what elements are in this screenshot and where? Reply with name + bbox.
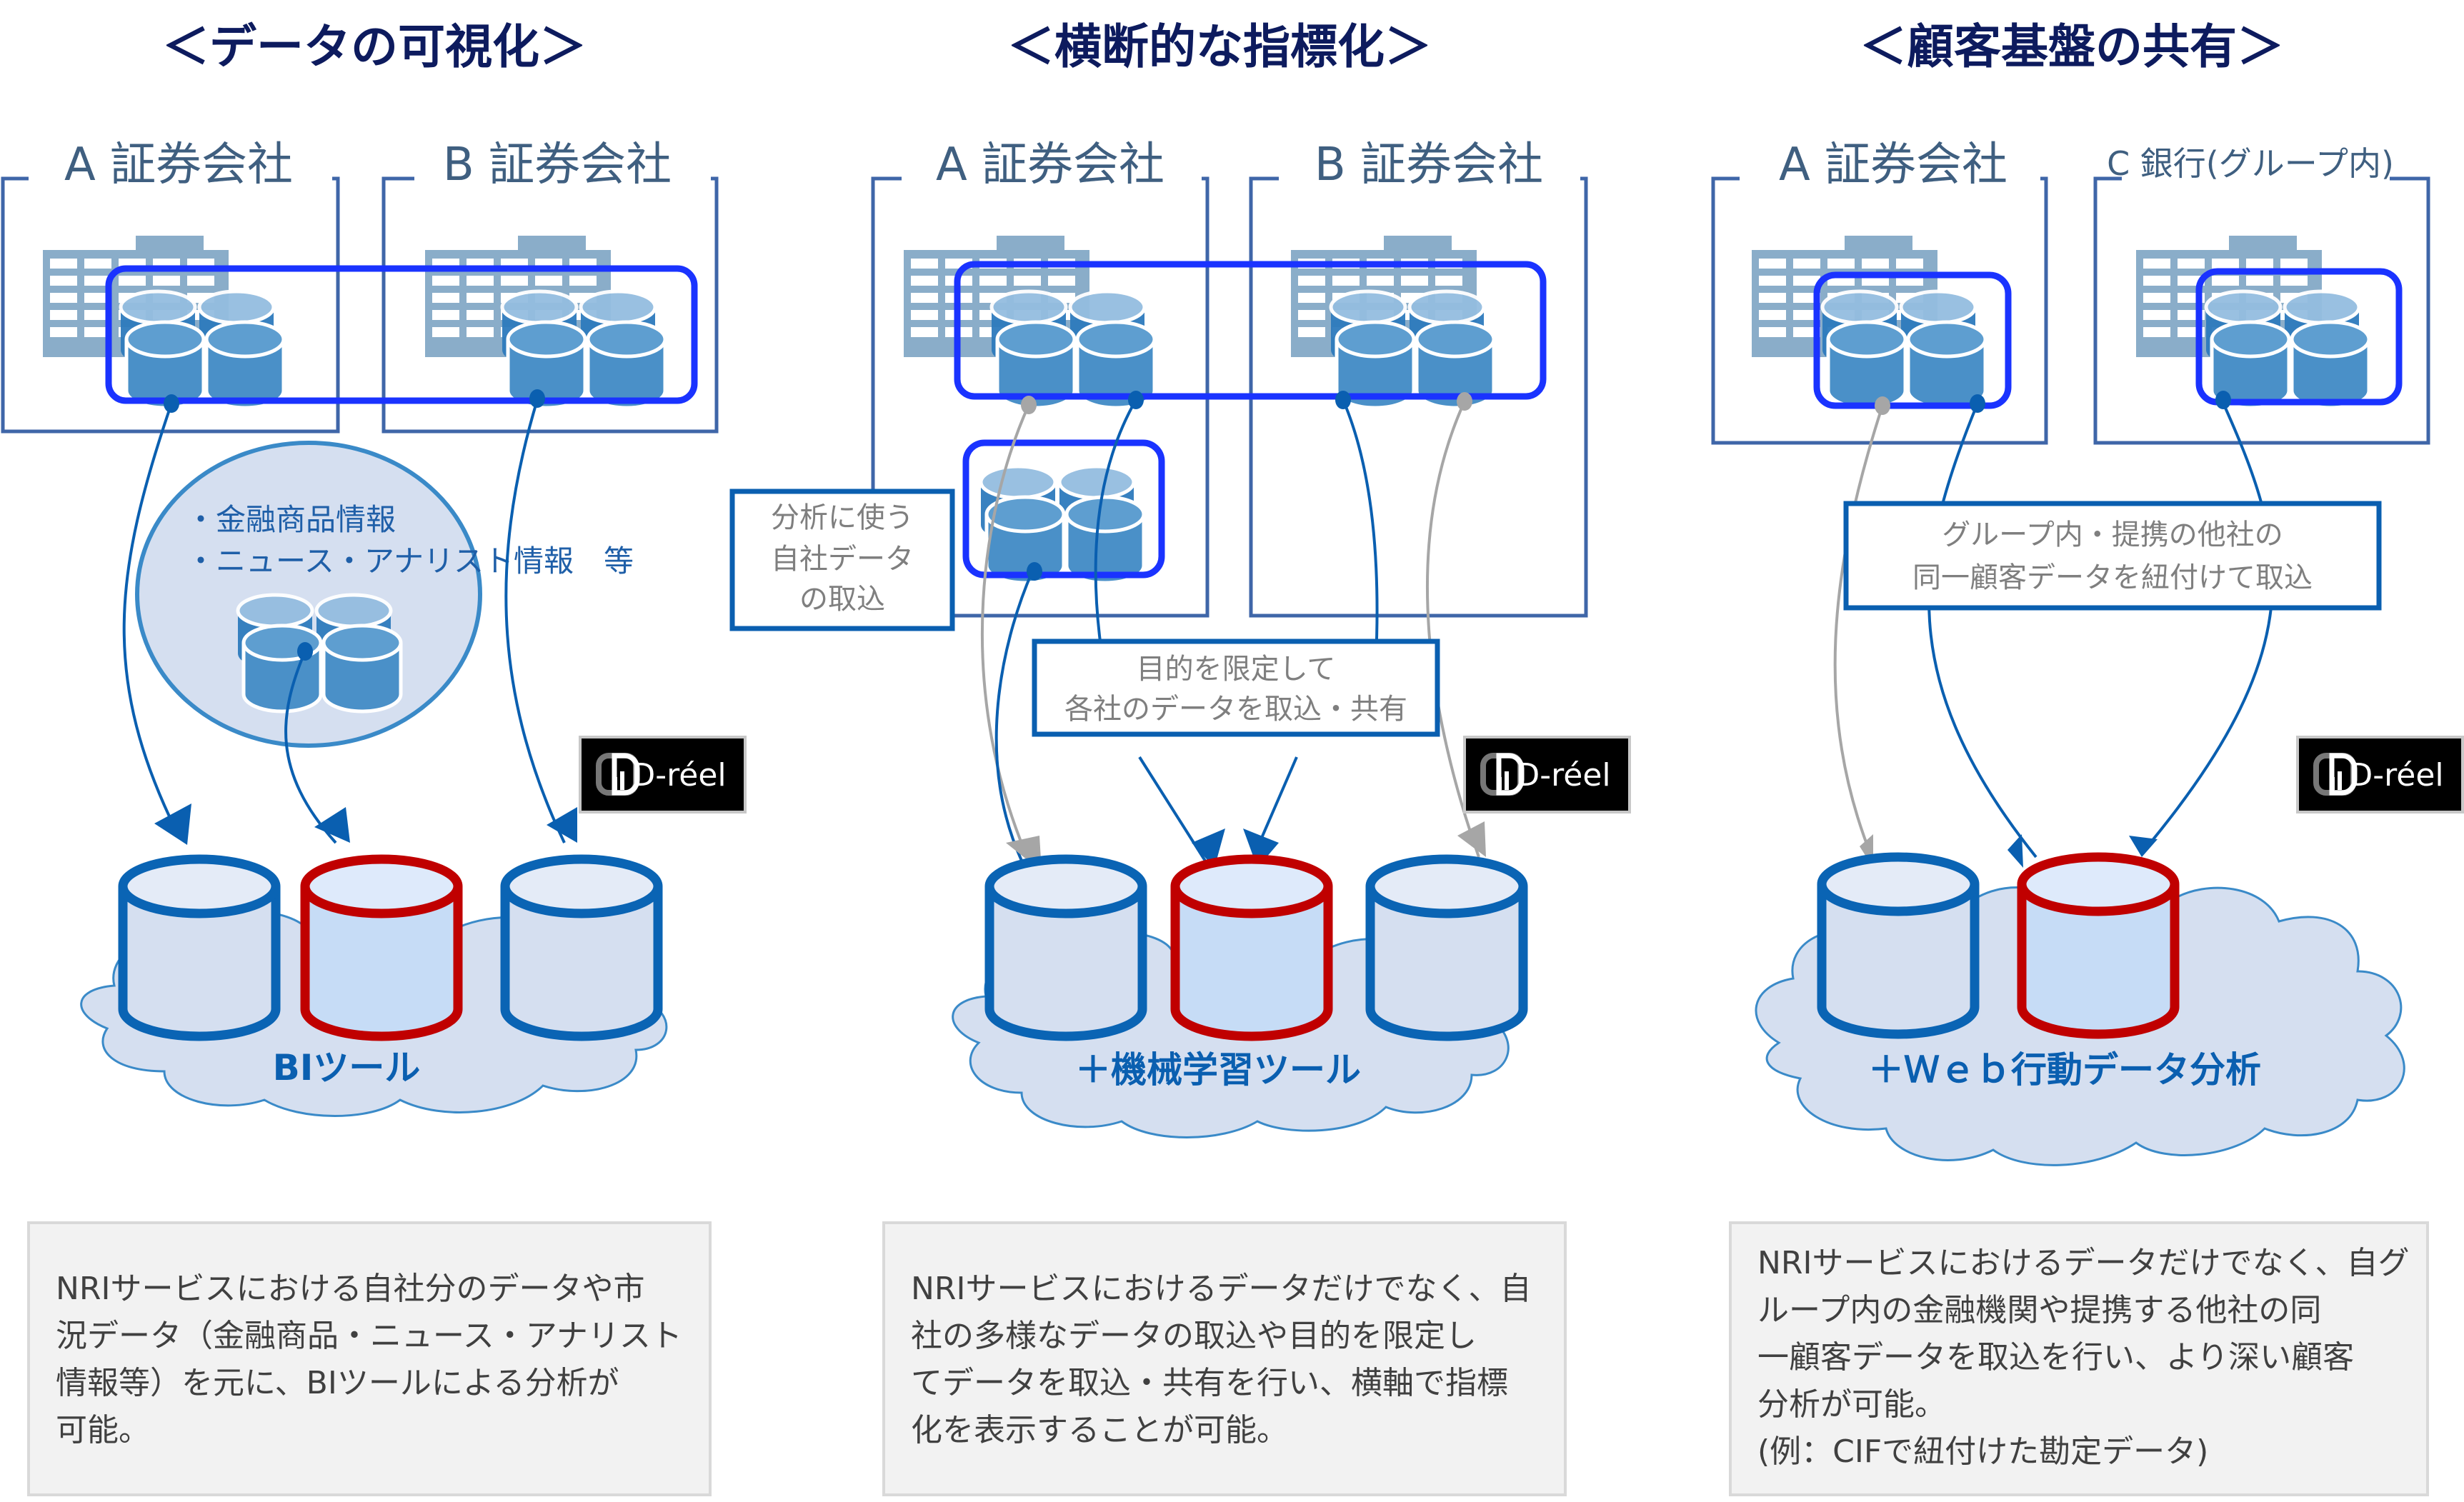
- database-cluster-icon: [2206, 291, 2369, 408]
- database-cluster-icon: [121, 291, 284, 408]
- database-cylinder-highlight: [1175, 859, 1328, 1036]
- company-a-box-3: [1711, 176, 2048, 445]
- shared-data-highlight-2: [954, 261, 1547, 400]
- database-cylinder: [123, 859, 276, 1036]
- description-line: NRIサービスにおける自社分のデータや市: [56, 1271, 645, 1307]
- connector-line: [284, 651, 337, 844]
- database-cylinder: [1370, 859, 1523, 1036]
- bubble-line-2: ・ニュース・アナリスト情報 等: [186, 544, 634, 579]
- bubble-line-1: ・金融商品情報: [186, 502, 396, 537]
- connector-dot: [1128, 391, 1144, 409]
- connector-dot: [297, 642, 313, 661]
- callout-line: 各社のデータを取込・共有: [1064, 693, 1407, 726]
- company-b-label-1: B 証券会社: [443, 139, 672, 191]
- description-line: てデータを取込・共有を行い、横軸で指標: [911, 1365, 1508, 1401]
- description-line: ループ内の金融機関や提携する他社の同: [1757, 1292, 2322, 1328]
- company-b-box-1: [381, 176, 719, 434]
- description-line: 化を表示することが可能。: [911, 1412, 1288, 1448]
- connector-dot: [1021, 396, 1037, 414]
- customer-data-highlight-c: [2195, 268, 2403, 406]
- internal-data-highlight: [962, 439, 1165, 579]
- description-line: NRIサービスにおけるデータだけでなく、自: [911, 1271, 1532, 1307]
- database-cluster-icon: [502, 291, 665, 408]
- database-cluster-icon: [1822, 291, 1985, 408]
- section-3-title: ＜顧客基盤の共有＞: [1860, 19, 2284, 74]
- database-cylinder-highlight: [305, 859, 458, 1036]
- connector-dot: [1875, 396, 1890, 415]
- description-line: NRIサービスにおけるデータだけでなく、自グ: [1757, 1245, 2410, 1281]
- dreel-logo-text: D-réel: [2348, 757, 2443, 793]
- company-a-label-1: A 証券会社: [64, 139, 293, 191]
- connector-dot: [1335, 391, 1351, 409]
- callout-line: 同一顧客データを紐付けて取込: [1912, 561, 2313, 594]
- callout-customer-link: [1843, 501, 2382, 611]
- database-cylinder: [1822, 857, 1975, 1034]
- cloud-label-3: ＋Ｗｅｂ行動データ分析: [1868, 1049, 2261, 1091]
- connector-line: [2149, 399, 2275, 844]
- arrow-head-icon: [547, 807, 577, 843]
- description-line: 一顧客データを取込を行い、より深い顧客: [1757, 1339, 2355, 1376]
- database-cylinder: [505, 859, 658, 1036]
- connector-line: [980, 404, 1030, 861]
- database-cluster-icon: [1331, 291, 1494, 408]
- arrow-head-icon: [154, 803, 191, 845]
- connector-dot: [1970, 394, 1985, 413]
- connector-dot: [164, 394, 179, 413]
- callout-line: グループ内・提携の他社の: [1942, 519, 2283, 551]
- description-line: 社の多様なデータの取込や目的を限定し: [911, 1318, 1477, 1354]
- connector-dot: [529, 389, 545, 408]
- cloud-label-2: ＋機械学習ツール: [1075, 1049, 1361, 1091]
- arrow-head-icon: [1243, 828, 1279, 868]
- arrow-head-icon: [1457, 821, 1486, 857]
- description-box-1: NRIサービスにおける自社分のデータや市 況データ（金融商品・ニュース・アナリス…: [27, 1221, 712, 1496]
- database-cylinder-highlight: [2022, 857, 2175, 1034]
- arrow-head-icon: [314, 807, 350, 843]
- connector-line: [994, 571, 1034, 861]
- description-line: 情報等）を元に、BIツールによる分析が: [56, 1365, 619, 1401]
- connector-dot: [2215, 391, 2231, 409]
- connector-line: [1426, 401, 1480, 858]
- database-cluster-icon: [992, 291, 1154, 408]
- company-b-box-2: [1249, 176, 1588, 618]
- database-cluster-icon: [238, 595, 401, 711]
- company-c-label-3: C 銀行(グループ内): [2107, 144, 2394, 183]
- description-line: 分析が可能。: [1757, 1386, 1946, 1423]
- connector-dot: [1027, 562, 1042, 581]
- callout-line: の取込: [799, 583, 885, 616]
- company-a-box-1: [1, 176, 340, 434]
- connector-line: [1833, 405, 1884, 858]
- company-a-box-2: [871, 176, 1209, 618]
- dreel-logo-text: D-réel: [631, 757, 726, 793]
- dreel-logo-text: D-réel: [1515, 757, 1610, 793]
- callout-line: 目的を限定して: [1137, 653, 1336, 686]
- database-cylinder: [989, 859, 1142, 1036]
- callout-line: 分析に使う: [771, 501, 914, 534]
- callout-internal-data: [729, 489, 955, 631]
- arrow-head-icon: [2007, 834, 2023, 868]
- arrow-head-icon: [2129, 836, 2158, 857]
- section-2-title: ＜横断的な指標化＞: [1007, 19, 1432, 74]
- company-b-label-2: B 証券会社: [1315, 139, 1543, 191]
- description-box-2: NRIサービスにおけるデータだけでなく、自 社の多様なデータの取込や目的を限定し…: [882, 1221, 1567, 1496]
- shared-data-highlight-1: [105, 265, 698, 404]
- description-box-3: NRIサービスにおけるデータだけでなく、自グ ループ内の金融機関や提携する他社の…: [1729, 1221, 2429, 1496]
- callout-shared-data: [1032, 639, 1440, 737]
- callout-line: 自社データ: [771, 543, 914, 576]
- description-line: (例：CIFで紐付けた勘定データ): [1757, 1433, 2209, 1470]
- customer-data-highlight-a: [1813, 271, 2012, 409]
- connector-line: [122, 403, 180, 836]
- company-a-label-2: A 証券会社: [936, 139, 1164, 191]
- database-cluster-icon: [981, 466, 1144, 583]
- connector-dot: [1457, 392, 1472, 411]
- company-c-box-3: [2093, 176, 2430, 445]
- connector-line: [504, 399, 566, 843]
- description-line: 可能。: [56, 1412, 150, 1448]
- section-1-title: ＜データの可視化＞: [162, 19, 587, 74]
- cloud-label-1: BIツール: [273, 1047, 421, 1088]
- company-a-label-3: A 証券会社: [1779, 139, 2007, 191]
- description-line: 況データ（金融商品・ニュース・アナリスト: [56, 1318, 682, 1354]
- connector-line: [1927, 403, 2037, 858]
